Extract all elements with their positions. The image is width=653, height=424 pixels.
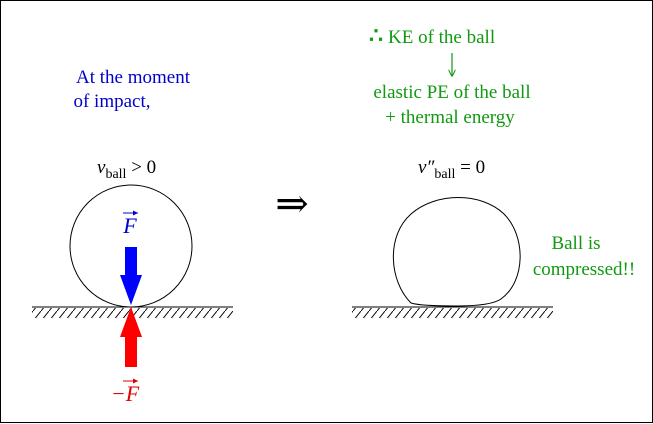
- left-velocity-sub: ball: [105, 167, 126, 182]
- right-velocity-var: v″: [418, 157, 435, 178]
- reaction-force-arrow-up: [120, 307, 142, 367]
- left-velocity-equation: vball > 0: [97, 157, 156, 182]
- ground-hatch-right: [352, 308, 553, 318]
- therefore-icon: ∴: [369, 23, 383, 48]
- implies-arrow-icon: ⇒: [275, 181, 309, 226]
- energy-line-elastic-pe: elastic PE of the ball: [373, 82, 530, 103]
- ball-compressed: [392, 197, 521, 307]
- left-velocity-rel: > 0: [126, 157, 156, 178]
- energy-line-thermal: + thermal energy: [385, 107, 515, 128]
- right-velocity-equation: v″ball = 0: [418, 157, 485, 182]
- right-caption-line1: Ball is: [551, 233, 600, 254]
- force-arrow-down: [120, 247, 142, 305]
- right-velocity-sub: ball: [434, 167, 455, 182]
- force-label-minus-F: −F: [111, 381, 140, 406]
- right-velocity-rel: = 0: [455, 157, 485, 178]
- energy-line-ke: KE of the ball: [388, 27, 495, 48]
- left-velocity-var: v: [97, 157, 106, 178]
- force-label-F: F: [122, 213, 137, 238]
- left-caption-line1: At the moment: [76, 67, 191, 88]
- right-caption-line2: compressed!!: [533, 259, 635, 280]
- left-caption-line2: of impact,: [73, 91, 150, 112]
